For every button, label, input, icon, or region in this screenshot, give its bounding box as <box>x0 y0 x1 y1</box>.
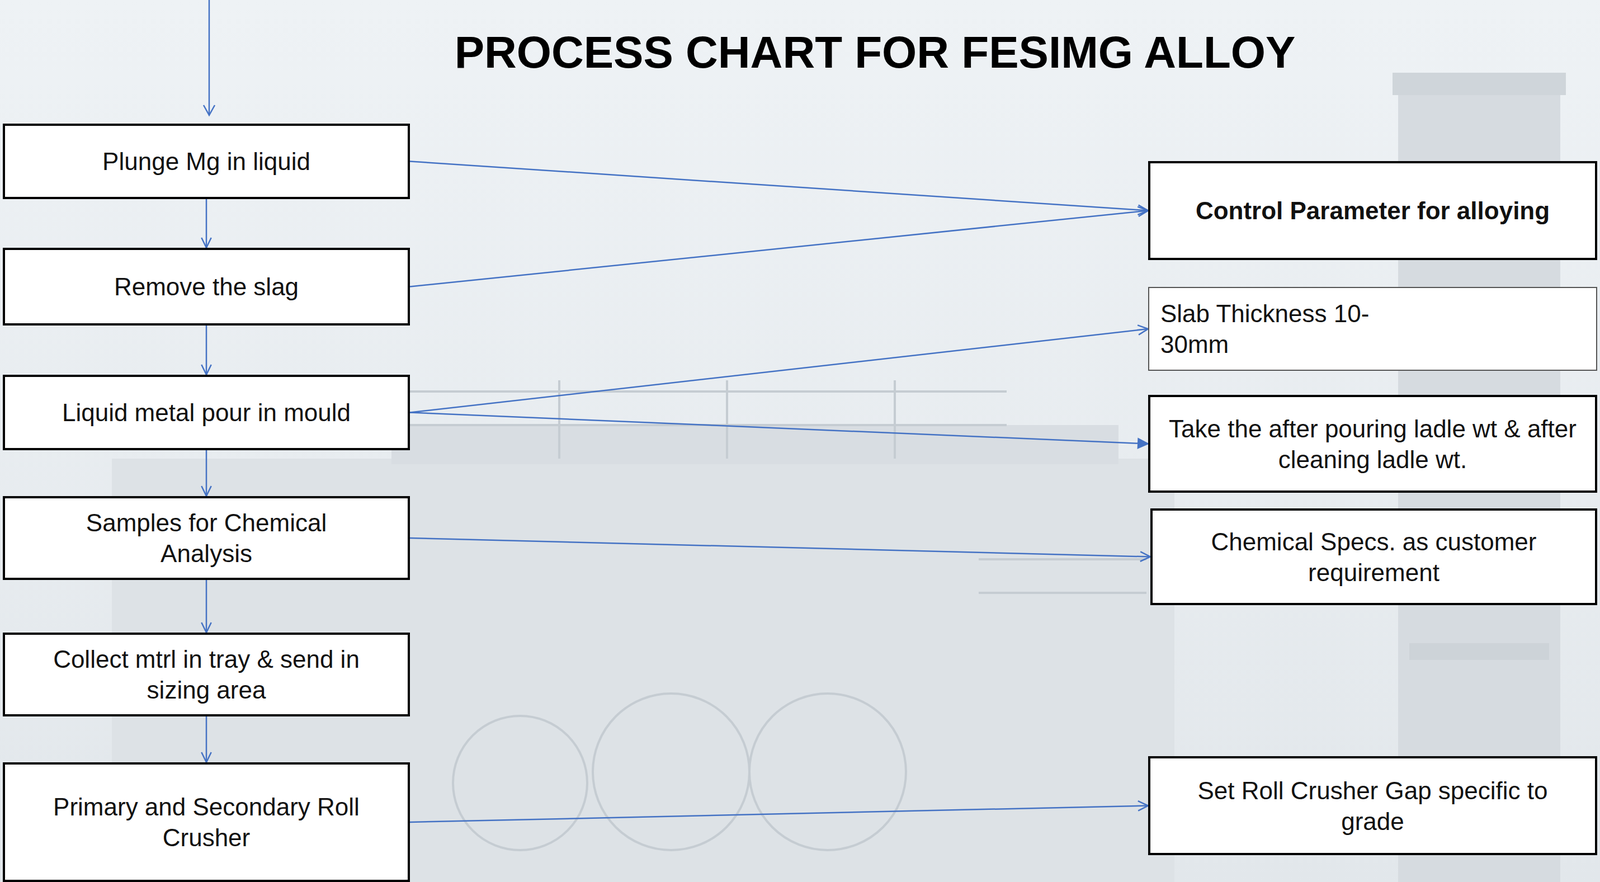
chart-title: PROCESS CHART FOR FESIMG ALLOY <box>454 27 1296 78</box>
flow-connector <box>201 325 211 375</box>
parameter-box: Slab Thickness 10-30mm <box>1148 286 1598 371</box>
flow-connector <box>201 716 211 763</box>
process-box: Plunge Mg in liquid <box>2 123 410 200</box>
node-text: Primary and Secondary Roll Crusher <box>38 791 375 853</box>
parameter-box: Chemical Specs. as customer requirement <box>1150 508 1598 606</box>
process-box: Liquid metal pour in mould <box>2 374 410 451</box>
node-text: Collect mtrl in tray & send in sizing ar… <box>21 643 391 706</box>
parameter-box: Control Parameter for alloying <box>1148 161 1598 261</box>
parameter-box: Take the after pouring ladle wt & after … <box>1148 394 1598 493</box>
flow-connector <box>409 800 1149 823</box>
flow-connector <box>201 450 211 497</box>
node-text: Liquid metal pour in mould <box>62 397 351 428</box>
process-box: Primary and Secondary Roll Crusher <box>2 762 410 882</box>
parameter-box: Set Roll Crusher Gap specific to grade <box>1148 756 1598 856</box>
entry-arrow <box>203 0 215 116</box>
flow-connector <box>409 412 1149 449</box>
node-text: Chemical Specs. as customer requirement <box>1183 526 1565 588</box>
flow-connector <box>409 324 1149 413</box>
node-text: Slab Thickness 10-30mm <box>1160 298 1373 360</box>
flow-connector <box>409 161 1149 215</box>
flow-connector <box>201 199 211 248</box>
flow-connector <box>409 206 1149 287</box>
flow-connector <box>201 579 211 633</box>
node-text: Remove the slag <box>114 271 299 302</box>
node-text: Control Parameter for alloying <box>1195 195 1550 226</box>
process-box: Samples for Chemical Analysis <box>2 496 410 580</box>
node-text: Take the after pouring ladle wt & after … <box>1161 413 1584 475</box>
node-text: Plunge Mg in liquid <box>102 145 311 177</box>
node-text: Set Roll Crusher Gap specific to grade <box>1177 775 1569 837</box>
flow-connector <box>409 537 1151 562</box>
process-box: Remove the slag <box>2 247 410 326</box>
node-text: Samples for Chemical Analysis <box>49 507 363 569</box>
process-box: Collect mtrl in tray & send in sizing ar… <box>2 632 410 717</box>
